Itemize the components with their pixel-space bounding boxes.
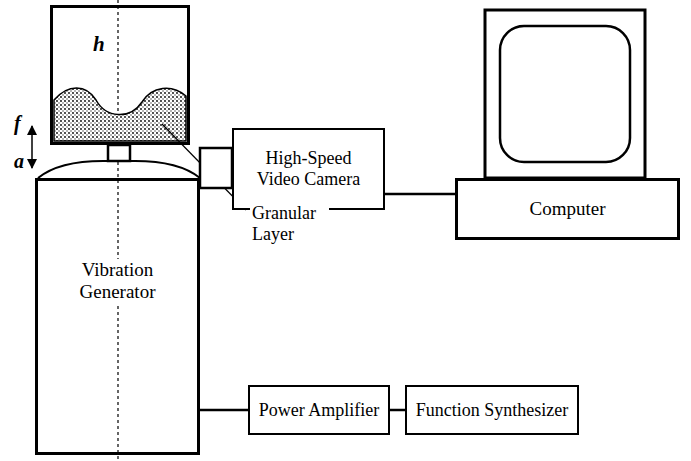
device-name: Power Amplifier <box>257 400 381 421</box>
device-name: Computer <box>528 198 608 220</box>
monitor-screen <box>500 26 630 162</box>
axis-line <box>117 0 118 461</box>
device-box: Power Amplifier <box>248 385 390 435</box>
text-group: Computer <box>528 198 608 220</box>
device-box: Function Synthesizer <box>405 385 579 435</box>
device-box: Computer <box>455 178 680 240</box>
signal-wire <box>200 409 248 412</box>
device-name: Vibration Generator <box>66 259 170 303</box>
device-box: High-Speed Video Camera <box>232 128 385 210</box>
signal-wire <box>385 193 455 196</box>
part-label: Granular Layer <box>250 203 329 244</box>
text-group: Power Amplifier <box>257 400 381 421</box>
camera-lens <box>200 148 232 188</box>
device-name: High-Speed Video Camera <box>243 148 375 189</box>
vibration-arrow <box>31 126 33 168</box>
signal-wire <box>390 409 405 412</box>
mount-dome <box>38 161 200 178</box>
text-group: Function Synthesizer <box>414 400 570 421</box>
text-group: High-Speed Video Camera <box>243 148 375 189</box>
granular-layer <box>54 88 186 141</box>
mount-stem <box>108 145 130 161</box>
device-box: Vibration Generator <box>35 178 200 455</box>
vibration-symbol: f <box>12 112 23 135</box>
device-name: Function Synthesizer <box>414 400 570 421</box>
container-box: h <box>50 5 190 145</box>
height-symbol: h <box>91 32 107 56</box>
monitor-case <box>485 10 645 178</box>
text-group: Vibration Generator <box>66 259 170 303</box>
vibration-symbol: a <box>12 150 26 173</box>
text-group: h <box>91 32 107 56</box>
